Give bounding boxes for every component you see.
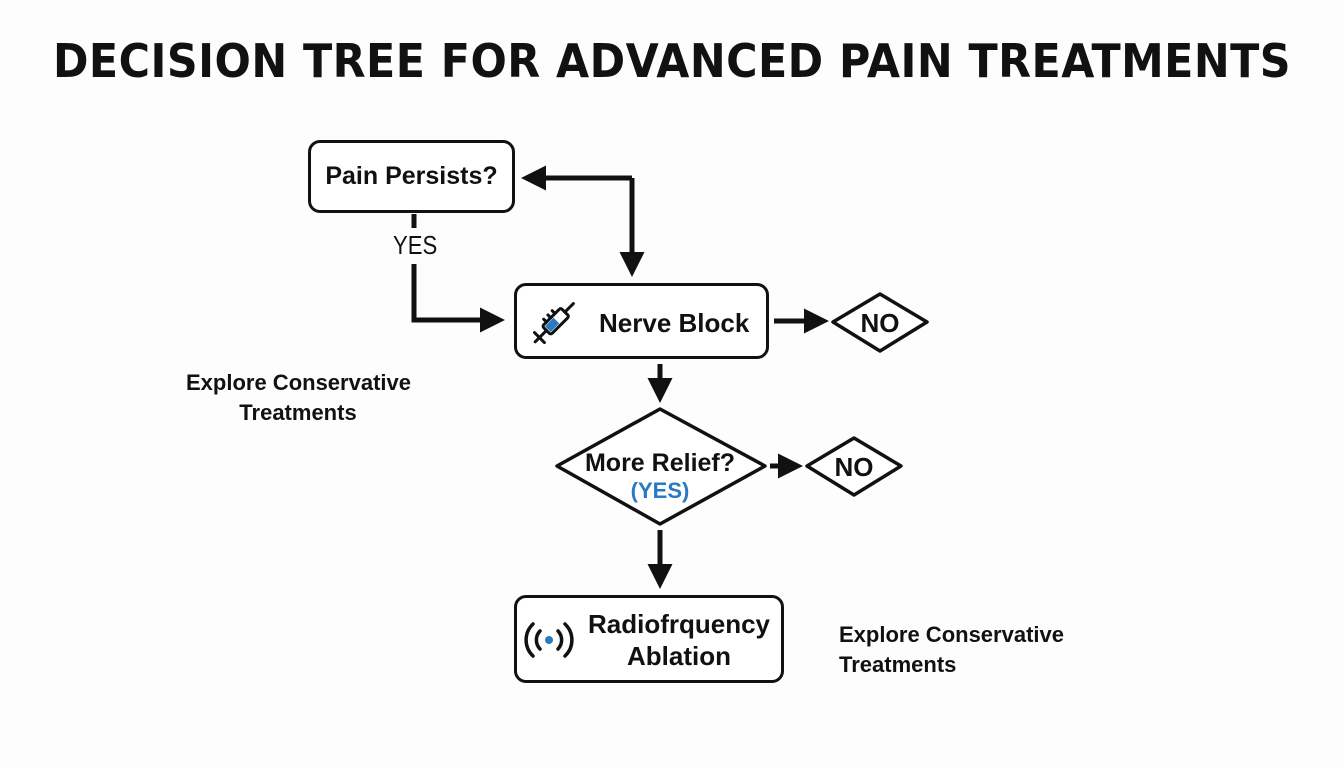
syringe-icon <box>532 302 575 345</box>
more-relief-label: More Relief? <box>584 449 736 477</box>
decision-diamond-more-relief <box>555 407 767 526</box>
connector-yes-to-nerve-block <box>411 264 505 333</box>
more-relief-yes-label: (YES) <box>630 478 690 503</box>
pain-persists-label: Pain Persists? <box>325 162 498 190</box>
no-label-2: NO <box>834 452 874 482</box>
note-left-line2: Treatments <box>239 400 357 425</box>
explore-conservative-note-left: Explore Conservative Treatments <box>186 368 411 428</box>
nerve-block-node: Nerve Block <box>514 283 769 359</box>
explore-conservative-note-right: Explore Conservative Treatments <box>839 620 1079 680</box>
rfa-label-line2: Ablation <box>627 641 731 671</box>
rfa-label: Radiofrquency Ablation <box>579 608 779 672</box>
rfa-node: Radiofrquency Ablation <box>514 595 784 683</box>
note-right-line2: Treatments <box>839 652 957 677</box>
no-diamond-2 <box>805 436 903 497</box>
no-diamond-1 <box>831 292 929 353</box>
no-label-1: NO <box>860 308 900 338</box>
radio-waves-icon <box>524 622 574 658</box>
yes-edge-label: YES <box>393 230 438 260</box>
note-right-line1: Explore Conservative <box>839 622 1064 647</box>
rfa-label-line1: Radiofrquency <box>587 609 771 639</box>
note-left-line1: Explore Conservative <box>186 370 411 395</box>
pain-persists-node: Pain Persists? <box>308 140 515 213</box>
diagram-title: DECISION TREE FOR ADVANCED PAIN TREATMEN… <box>52 34 1292 88</box>
nerve-block-label: Nerve Block <box>599 308 750 338</box>
